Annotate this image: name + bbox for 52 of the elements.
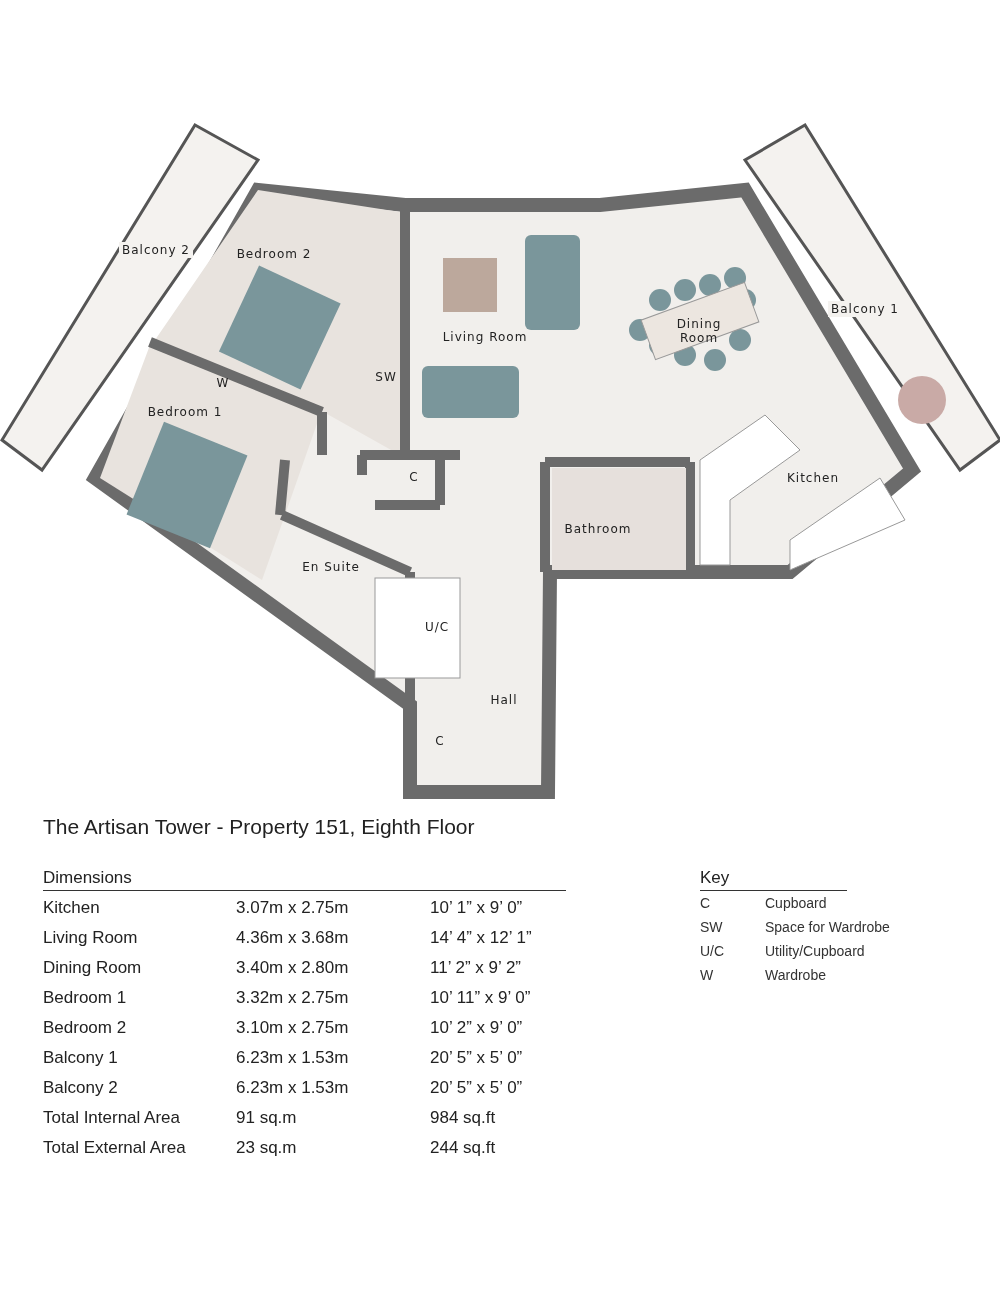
table-cell: 984 sq.ft	[430, 1108, 496, 1128]
table-cell: 23 sq.m	[236, 1138, 297, 1158]
room-label: W	[216, 376, 230, 390]
table-cell: 10’ 2” x 9’ 0”	[430, 1018, 523, 1038]
table-cell: 4.36m x 3.68m	[236, 928, 349, 948]
key-description: Cupboard	[765, 895, 827, 911]
table-cell: Balcony 1	[43, 1048, 118, 1068]
room-label: En Suite	[302, 560, 360, 574]
table-cell: 20’ 5” x 5’ 0”	[430, 1048, 523, 1068]
table-cell: Kitchen	[43, 898, 100, 918]
table-cell: Bedroom 1	[43, 988, 127, 1008]
table-cell: 91 sq.m	[236, 1108, 297, 1128]
room-label: Bedroom 1	[147, 405, 223, 419]
table-cell: 14’ 4” x 12’ 1”	[430, 928, 532, 948]
room-label: Bedroom 2	[236, 247, 312, 261]
room-label: Balcony 2	[119, 242, 193, 258]
room-label: U/C	[424, 620, 450, 634]
table-cell: 6.23m x 1.53m	[236, 1048, 349, 1068]
table-cell: Living Room	[43, 928, 138, 948]
key-code: SW	[700, 919, 723, 935]
key-code: W	[700, 967, 714, 983]
room-label: Dining Room	[675, 317, 723, 345]
table-cell: Balcony 2	[43, 1078, 118, 1098]
table-cell: Total External Area	[43, 1138, 186, 1158]
table-cell: 3.10m x 2.75m	[236, 1018, 349, 1038]
table-cell: 10’ 11” x 9’ 0”	[430, 988, 531, 1008]
table-cell: 6.23m x 1.53m	[236, 1078, 349, 1098]
section-heading: Dimensions	[43, 868, 132, 888]
room-label: Bathroom	[564, 522, 632, 536]
key-code: U/C	[700, 943, 725, 959]
table-cell: 20’ 5” x 5’ 0”	[430, 1078, 523, 1098]
table-cell: 11’ 2” x 9’ 2”	[430, 958, 522, 978]
table-cell: Total Internal Area	[43, 1108, 181, 1128]
section-heading: Key	[700, 868, 730, 888]
room-label: SW	[375, 370, 397, 384]
room-label: C	[435, 734, 445, 748]
table-cell: 244 sq.ft	[430, 1138, 496, 1158]
table-cell: 3.32m x 2.75m	[236, 988, 349, 1008]
key-code: C	[700, 895, 711, 911]
room-label: Hall	[490, 693, 518, 707]
key-description: Space for Wardrobe	[765, 919, 890, 935]
plan-title: The Artisan Tower - Property 151, Eighth Floor	[43, 815, 475, 839]
table-cell: 3.07m x 2.75m	[236, 898, 349, 918]
key-description: Utility/Cupboard	[765, 943, 865, 959]
room-label: C	[409, 470, 419, 484]
key-description: Wardrobe	[765, 967, 826, 983]
room-label: Living Room	[442, 330, 528, 344]
table-cell: 10’ 1” x 9’ 0”	[430, 898, 523, 918]
table-cell: Bedroom 2	[43, 1018, 127, 1038]
room-label: Kitchen	[786, 471, 840, 485]
table-cell: Dining Room	[43, 958, 142, 978]
table-cell: 3.40m x 2.80m	[236, 958, 349, 978]
